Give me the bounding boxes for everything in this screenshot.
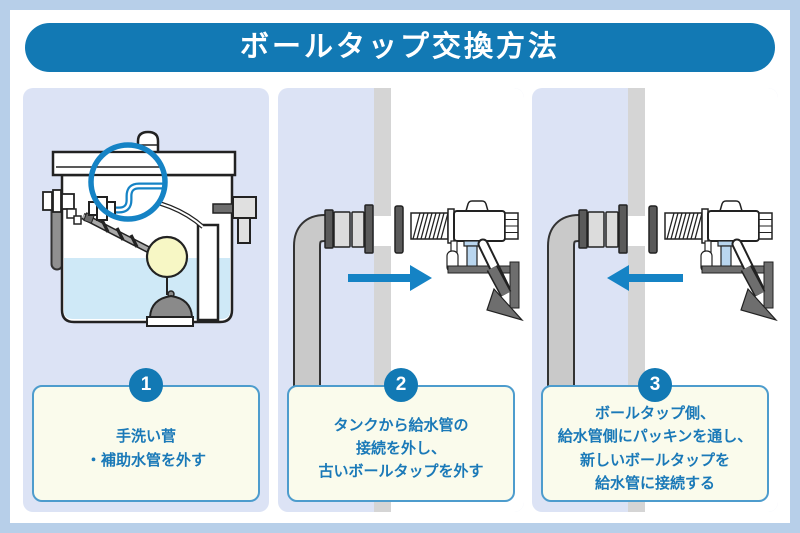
toilet-tank-illustration bbox=[42, 130, 257, 327]
title-banner: ボールタップ交換方法 bbox=[25, 23, 775, 72]
step-description-box: 手洗い菅 ・補助水管を外す bbox=[32, 385, 260, 502]
arrow-left-icon bbox=[607, 265, 683, 291]
flush-valve-seat bbox=[146, 316, 194, 327]
flush-handle-grip bbox=[237, 217, 251, 244]
step-number-badge: 2 bbox=[384, 368, 418, 402]
step-number-badge: 3 bbox=[638, 368, 672, 402]
step-description: 手洗い菅 ・補助水管を外す bbox=[85, 428, 206, 469]
ball-tap-removal-illustration bbox=[278, 88, 524, 512]
magnifier-circle-icon bbox=[83, 142, 168, 224]
step-description: ボールタップ側、 給水管側にパッキンを通し、 新しいボールタップを 給水管に接続… bbox=[557, 405, 753, 492]
float-ball bbox=[145, 235, 189, 279]
step-number-badge: 1 bbox=[129, 368, 163, 402]
tank-body-outline bbox=[60, 173, 234, 324]
step-description: タンクから給水管の 接続を外し、 古いボールタップを外す bbox=[318, 416, 484, 481]
ball-tap-fittings bbox=[42, 189, 82, 225]
flush-handle-shaft bbox=[212, 203, 234, 214]
step-description-box: タンクから給水管の 接続を外し、 古いボールタップを外す bbox=[287, 385, 515, 502]
flush-handle-mount bbox=[232, 196, 257, 219]
magnifier-ring bbox=[88, 142, 168, 222]
arrow-right-icon bbox=[348, 265, 432, 291]
step-panel-1: 1 手洗い菅 ・補助水管を外す bbox=[23, 88, 269, 512]
float-arm-ticks bbox=[100, 219, 139, 248]
step-panel-2: 2 タンクから給水管の 接続を外し、 古いボールタップを外す bbox=[278, 88, 524, 512]
page-title: ボールタップ交換方法 bbox=[239, 31, 560, 63]
ball-tap-install-illustration bbox=[532, 88, 778, 512]
step-panel-3: 3 ボールタップ側、 給水管側にパッキンを通し、 新しいボールタップを 給水管に… bbox=[532, 88, 778, 512]
overflow-pipe bbox=[196, 223, 220, 322]
step-description-box: ボールタップ側、 給水管側にパッキンを通し、 新しいボールタップを 給水管に接続… bbox=[541, 385, 769, 502]
flush-valve-bell bbox=[148, 294, 194, 318]
float-arm bbox=[82, 214, 152, 253]
